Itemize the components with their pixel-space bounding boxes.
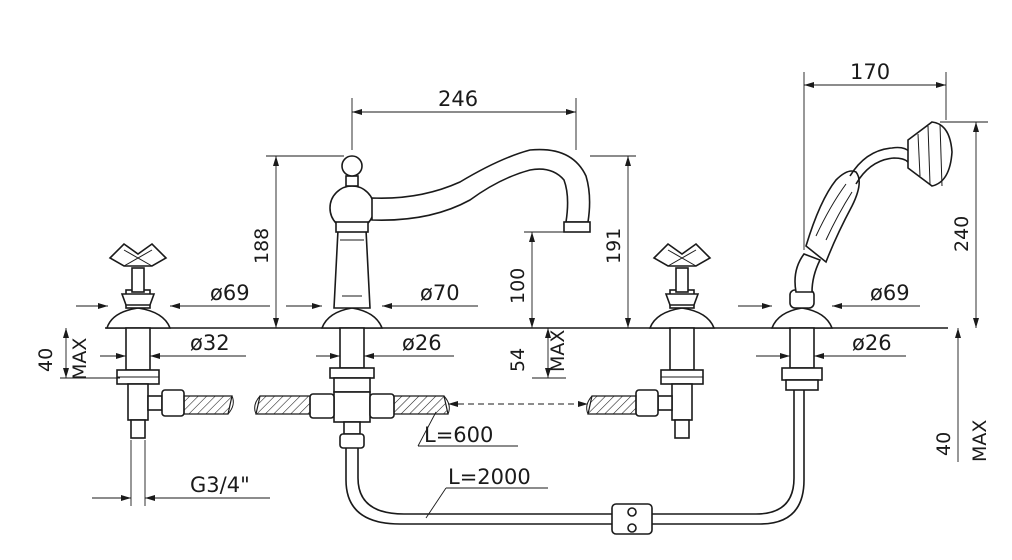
center-spout <box>309 148 591 449</box>
dim-170: 170 <box>850 60 890 84</box>
dim-40-right-max: MAX <box>969 420 991 462</box>
dim-40-left: 40 <box>35 348 57 372</box>
dim-69-right: ø69 <box>870 281 910 305</box>
dim-l2000: L=2000 <box>448 465 531 489</box>
dim-191: 191 <box>603 228 625 264</box>
dim-g34: G3/4" <box>190 473 250 497</box>
left-hose <box>183 395 233 415</box>
shower-hose <box>345 390 805 525</box>
left-cross-handle-valve <box>105 242 185 439</box>
right-cross-handle-valve <box>635 242 716 439</box>
dim-240: 240 <box>951 216 973 252</box>
center-right-hose <box>393 395 449 415</box>
dim-69-left: ø69 <box>210 281 250 305</box>
hand-shower <box>770 121 953 391</box>
dim-246: 246 <box>438 87 478 111</box>
dim-188: 188 <box>251 228 273 264</box>
dim-26-center: ø26 <box>402 331 442 355</box>
hose-clamp <box>611 503 653 535</box>
right-hose <box>587 395 637 415</box>
dim-40-right: 40 <box>933 432 955 456</box>
dim-100: 100 <box>507 268 529 304</box>
dim-32: ø32 <box>190 331 230 355</box>
center-left-hose <box>255 395 311 415</box>
dim-54: 54 <box>507 348 529 372</box>
dim-l600: L=600 <box>424 423 493 447</box>
dim-54-max: MAX <box>547 330 569 372</box>
dim-70: ø70 <box>420 281 460 305</box>
dim-40-left-max: MAX <box>69 338 91 380</box>
dim-26-right: ø26 <box>852 331 892 355</box>
